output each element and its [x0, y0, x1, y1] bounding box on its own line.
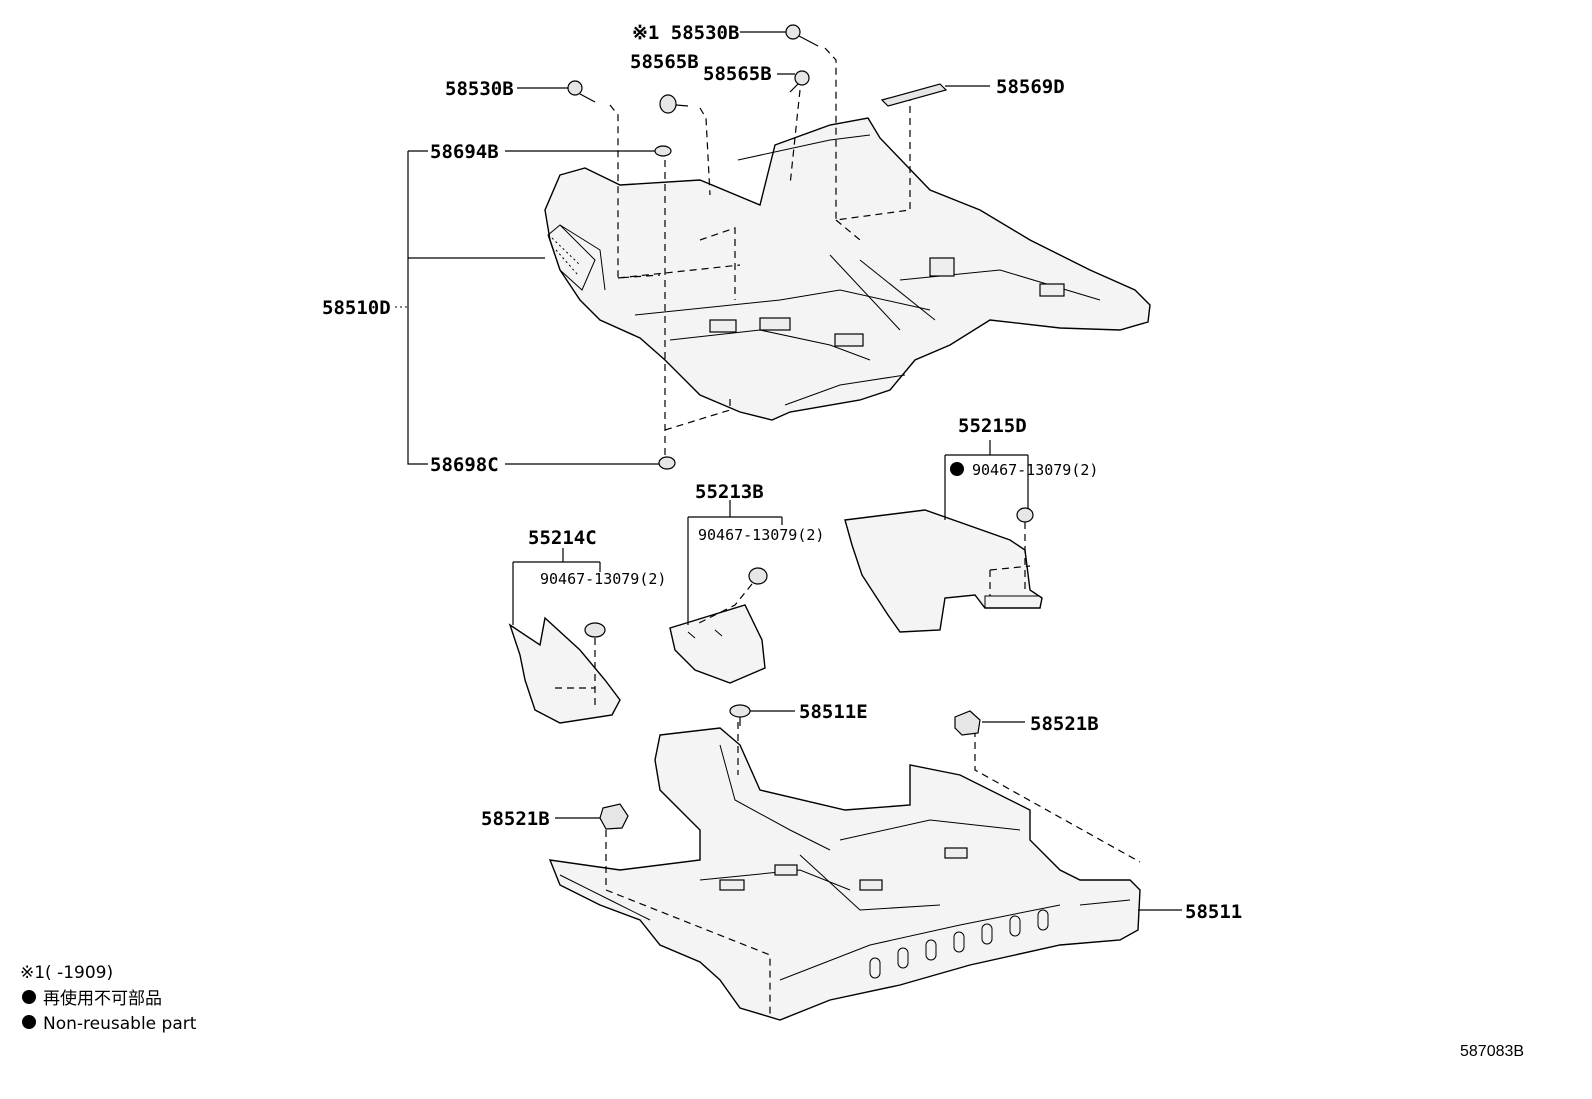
label-55215D: 55215D — [958, 415, 1027, 437]
label-58511E: 58511E — [799, 701, 868, 723]
label-58694B: 58694B — [430, 141, 499, 163]
mat-55215D — [844, 440, 1043, 633]
floor-tray-lower — [548, 727, 1141, 1021]
label-55214C: 55214C — [528, 527, 597, 549]
floor-carpet-upper — [544, 117, 1151, 421]
clip-58521B-right — [954, 710, 981, 736]
non-reusable-bullet-en — [22, 1015, 36, 1029]
non-reusable-bullet-jp — [22, 990, 36, 1004]
upper-dashed-guides — [609, 47, 911, 460]
label-58565B-b: 58565B — [703, 63, 772, 85]
label-58569D: 58569D — [996, 76, 1065, 98]
tray-slots — [869, 909, 1049, 979]
label-58530B-top: ※1 58530B — [632, 22, 739, 44]
label-55213B: 55213B — [695, 481, 764, 503]
label-58521B-left: 58521B — [481, 808, 550, 830]
note-1909: ※1( -1909) — [20, 963, 113, 983]
label-58521B-right: 58521B — [1030, 713, 1099, 735]
grommet-58694B — [654, 145, 672, 157]
strip-58569D — [880, 83, 948, 107]
diagram-ref-code: 587083B — [1460, 1043, 1524, 1060]
note-non-reusable-jp: 再使用不可部品 — [43, 988, 162, 1009]
upper-leaders — [395, 31, 990, 465]
mat-55213B — [669, 500, 783, 684]
button-58565B-a — [659, 94, 689, 114]
lower-leaders — [555, 710, 1182, 911]
clip-58511E — [729, 704, 751, 726]
clip-58530B-top — [785, 24, 819, 47]
note-non-reusable-en: Non-reusable part — [43, 1014, 197, 1034]
lower-dashed-guides — [605, 722, 1141, 1015]
grommet-58698C — [658, 456, 676, 470]
clip-58530B-left — [567, 80, 596, 103]
clip-58565B-b — [789, 70, 810, 93]
label-55213B-sub: 90467-13079(2) — [698, 526, 824, 544]
label-58511: 58511 — [1185, 901, 1242, 923]
label-58510D: 58510D — [322, 297, 391, 319]
clip-58521B-left — [599, 803, 629, 830]
label-58565B-a: 58565B — [630, 51, 699, 73]
label-55215D-sub: 90467-13079(2) — [972, 461, 1098, 479]
label-58698C: 58698C — [430, 454, 499, 476]
label-58530B-left: 58530B — [445, 78, 514, 100]
mat-55214C — [508, 548, 621, 724]
label-55214C-sub: 90467-13079(2) — [540, 570, 666, 588]
